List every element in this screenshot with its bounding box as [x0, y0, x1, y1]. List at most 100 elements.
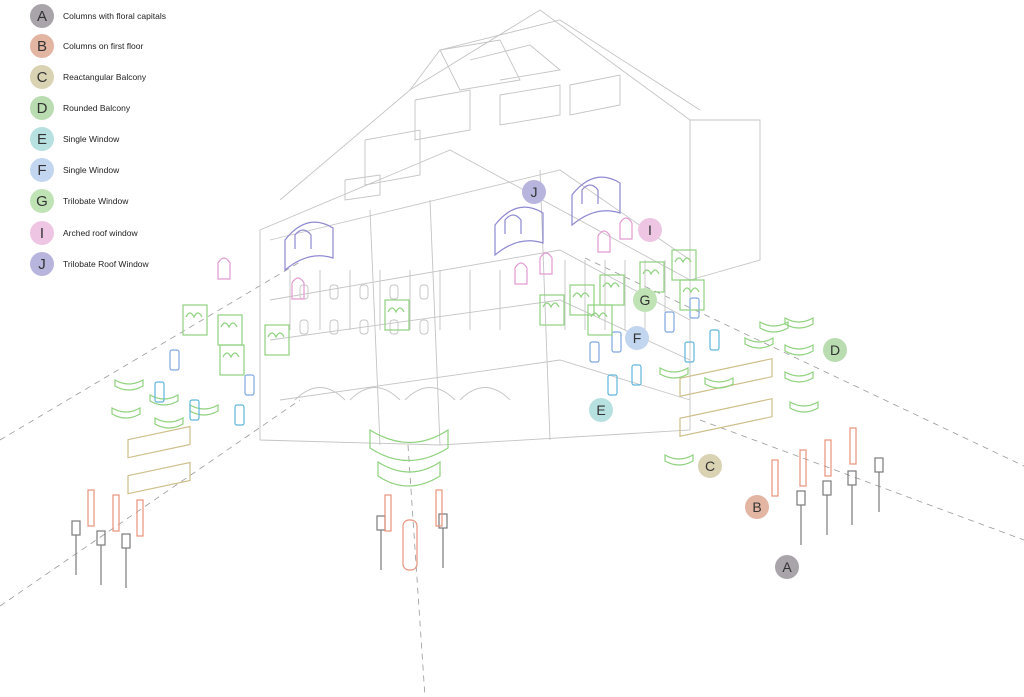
- trilobate-arch: [642, 269, 660, 276]
- callout-letter: C: [705, 458, 715, 474]
- column-capital: [71, 520, 81, 536]
- rounded-balcony: [784, 343, 814, 356]
- single-window: [607, 374, 618, 396]
- trilobate-window: [587, 304, 613, 336]
- legend-badge: I: [30, 221, 54, 245]
- facade-opening: [299, 319, 309, 335]
- callout-letter: G: [640, 292, 651, 308]
- trilobate-arch: [602, 282, 620, 289]
- single-window: [589, 341, 600, 363]
- single-window: [234, 404, 245, 426]
- callout-letter: I: [648, 222, 652, 238]
- column-capital: [847, 470, 857, 486]
- legend-item-i: I Arched roof window: [30, 220, 138, 246]
- rounded-balcony: [659, 366, 689, 379]
- trilobate-arch: [590, 312, 608, 319]
- roof-outline: [279, 9, 691, 280]
- trilobate-roof-window: [284, 221, 334, 272]
- trilobate-window: [569, 284, 595, 316]
- side-wing: [689, 119, 761, 281]
- callout-circle: [823, 338, 847, 362]
- facade-opening: [419, 319, 429, 335]
- ground-arch: [349, 387, 401, 401]
- roof-window-tracery: [504, 214, 522, 234]
- axis-line: [584, 257, 1024, 467]
- single-window: [611, 331, 622, 353]
- chimney-block: [364, 129, 421, 186]
- column-capital: [874, 457, 884, 473]
- roof-opening: [469, 44, 562, 81]
- rounded-balcony: [704, 376, 734, 389]
- ground-arch: [404, 387, 456, 401]
- callout-c: C: [698, 454, 722, 478]
- trilobate-window: [219, 344, 245, 376]
- central-column: [402, 519, 418, 571]
- callout-a: A: [775, 555, 799, 579]
- callout-letter: F: [633, 330, 642, 346]
- roof-hatch: [439, 39, 521, 91]
- legend-badge: J: [30, 252, 54, 276]
- arched-roof-window: [514, 262, 528, 285]
- trilobate-arch: [220, 322, 238, 329]
- floor-line: [269, 299, 691, 361]
- arched-roof-window: [597, 230, 611, 253]
- callout-e: E: [589, 398, 613, 422]
- corner-rounded-balcony: [369, 428, 449, 462]
- trilobate-window: [264, 324, 290, 356]
- rounded-balcony: [114, 378, 144, 391]
- facade-opening: [389, 319, 399, 335]
- first-floor-column: [112, 494, 120, 532]
- legend-badge: E: [30, 127, 54, 151]
- arched-roof-window: [619, 217, 633, 240]
- arched-roof-window: [539, 252, 553, 275]
- single-window: [631, 364, 642, 386]
- callout-circle: [522, 180, 546, 204]
- callout-j: J: [522, 180, 546, 204]
- legend-badge: G: [30, 189, 54, 213]
- legend-badge: D: [30, 96, 54, 120]
- corner-tower-edge: [369, 209, 381, 446]
- legend-item-c: C Reactangular Balcony: [30, 64, 146, 90]
- callout-letter: D: [830, 342, 840, 358]
- first-floor-column: [435, 489, 443, 527]
- rounded-balcony: [744, 336, 774, 349]
- facade-opening: [389, 284, 399, 300]
- first-floor-column: [849, 427, 857, 465]
- trilobate-arch: [222, 352, 240, 359]
- trilobate-window: [182, 304, 208, 336]
- facade-opening: [329, 319, 339, 335]
- trilobate-window: [539, 294, 565, 326]
- single-window: [244, 374, 255, 396]
- legend-item-j: J Trilobate Roof Window: [30, 251, 149, 277]
- facade-edge: [539, 169, 551, 441]
- rectangular-balcony: [127, 425, 191, 459]
- callout-b: B: [745, 495, 769, 519]
- callout-d: D: [823, 338, 847, 362]
- column-capital: [822, 480, 832, 496]
- legend-label: Reactangular Balcony: [63, 72, 147, 82]
- explosion-axis-lines: [0, 257, 1024, 697]
- callout-circle: [638, 218, 662, 242]
- trilobate-window: [679, 279, 705, 311]
- callout-badges: J I G F E D C B A: [522, 180, 847, 579]
- facade-opening: [419, 284, 429, 300]
- column-capital: [121, 533, 131, 549]
- first-floor-column: [136, 499, 144, 537]
- building-outline: [259, 149, 691, 446]
- trilobate-arch: [542, 302, 560, 309]
- callout-letter: E: [596, 402, 605, 418]
- legend-item-b: B Columns on first floor: [30, 33, 143, 59]
- trilobate-arch: [682, 287, 700, 294]
- trilobate-window: [639, 261, 665, 293]
- legend-label: Arched roof window: [63, 228, 138, 238]
- trilobate-arch: [267, 332, 285, 339]
- trilobate-window: [599, 274, 625, 306]
- legend-item-f: F Single Window: [30, 157, 119, 183]
- single-window: [154, 381, 165, 403]
- callout-circle: [745, 495, 769, 519]
- callout-circle: [633, 288, 657, 312]
- axis-line: [699, 419, 1024, 541]
- axis-line: [0, 261, 301, 441]
- rounded-balcony: [759, 320, 789, 333]
- chimney-block: [344, 174, 381, 201]
